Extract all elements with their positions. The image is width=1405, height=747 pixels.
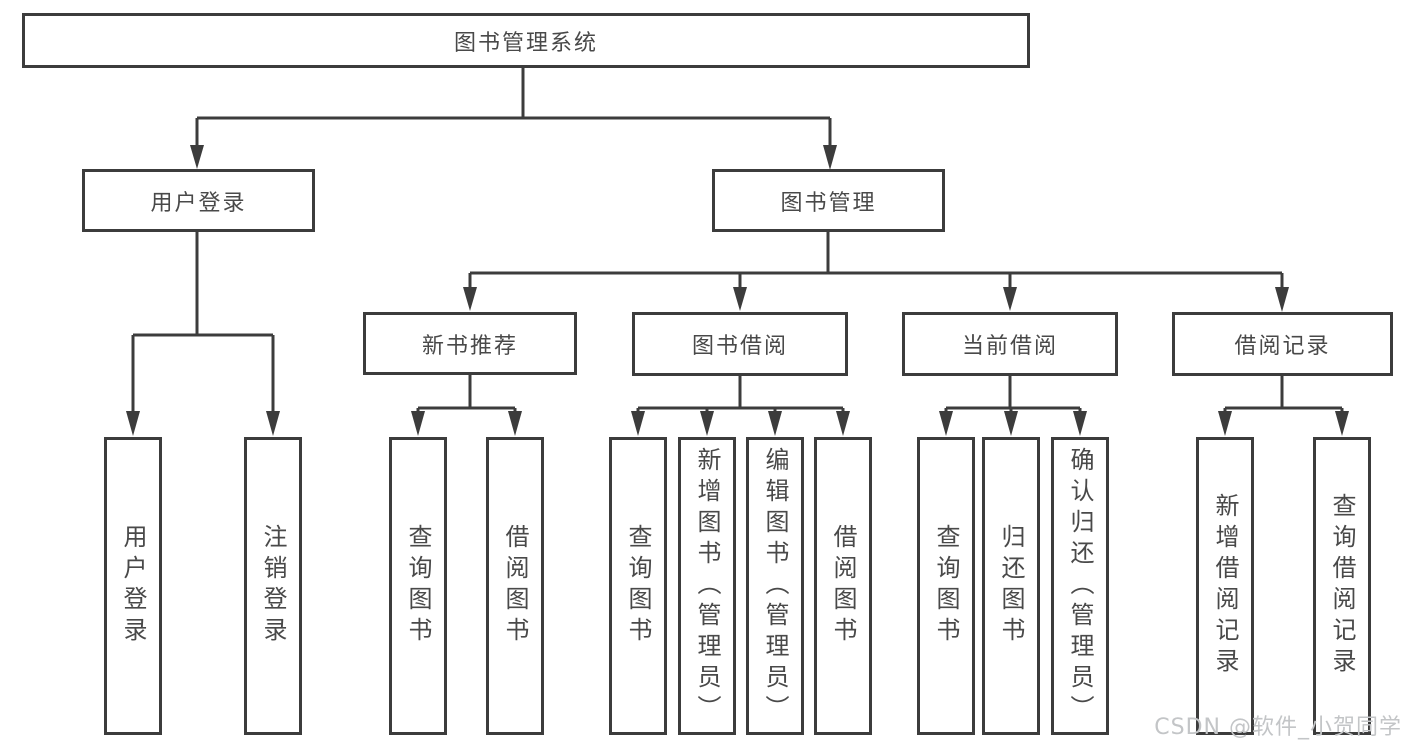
node-current-borrowing: 当前借阅 [902,312,1118,376]
leaf-confirm-return-admin: 确认归还（管理员） [1051,437,1109,735]
leaf-add-books-admin: 新增图书（管理员） [678,437,736,735]
leaf-query-borrow-record-label: 查询借阅记录 [1328,493,1356,679]
leaf-query-books-borrowing: 查询图书 [609,437,667,735]
node-root-label: 图书管理系统 [453,30,598,56]
leaf-return-books: 归还图书 [982,437,1040,735]
leaf-logout-login: 注销登录 [244,437,302,735]
node-book-management: 图书管理 [712,169,945,232]
node-book-borrowing: 图书借阅 [632,312,848,376]
leaf-user-login: 用户登录 [104,437,162,735]
leaf-borrow-books-recommend: 借阅图书 [486,437,544,735]
node-root: 图书管理系统 [22,13,1030,68]
node-new-book-recommend: 新书推荐 [363,312,577,375]
leaf-query-books-recommend-label: 查询图书 [404,524,432,648]
leaf-query-books-current: 查询图书 [917,437,975,735]
leaf-borrow-books-recommend-label: 借阅图书 [501,524,529,648]
leaf-query-books-borrowing-label: 查询图书 [624,524,652,648]
node-book-borrowing-label: 图书借阅 [691,334,788,359]
node-user-login: 用户登录 [82,169,315,232]
leaf-add-borrow-record: 新增借阅记录 [1196,437,1254,735]
leaf-query-books-current-label: 查询图书 [932,524,960,648]
leaf-user-login-label: 用户登录 [119,524,147,648]
node-user-login-label: 用户登录 [150,190,247,216]
node-current-borrowing-label: 当前借阅 [961,334,1058,359]
csdn-watermark: CSDN @软件_小贺同学 [1154,715,1402,740]
leaf-add-books-admin-label: 新增图书（管理员） [693,446,721,726]
leaf-borrow-books-borrowing-label: 借阅图书 [829,524,857,648]
leaf-query-books-recommend: 查询图书 [389,437,447,735]
node-book-management-label: 图书管理 [780,190,877,216]
node-borrow-records: 借阅记录 [1172,312,1393,376]
leaf-edit-books-admin-label: 编辑图书（管理员） [761,446,789,726]
leaf-add-borrow-record-label: 新增借阅记录 [1211,493,1239,679]
leaf-borrow-books-borrowing: 借阅图书 [814,437,872,735]
node-new-book-recommend-label: 新书推荐 [421,333,518,359]
leaf-confirm-return-admin-label: 确认归还（管理员） [1066,446,1094,726]
leaf-logout-login-label: 注销登录 [259,524,287,648]
leaf-edit-books-admin: 编辑图书（管理员） [746,437,804,735]
leaf-return-books-label: 归还图书 [997,524,1025,648]
arrowheads [126,145,1349,436]
node-borrow-records-label: 借阅记录 [1234,334,1331,359]
leaf-query-borrow-record: 查询借阅记录 [1313,437,1371,735]
